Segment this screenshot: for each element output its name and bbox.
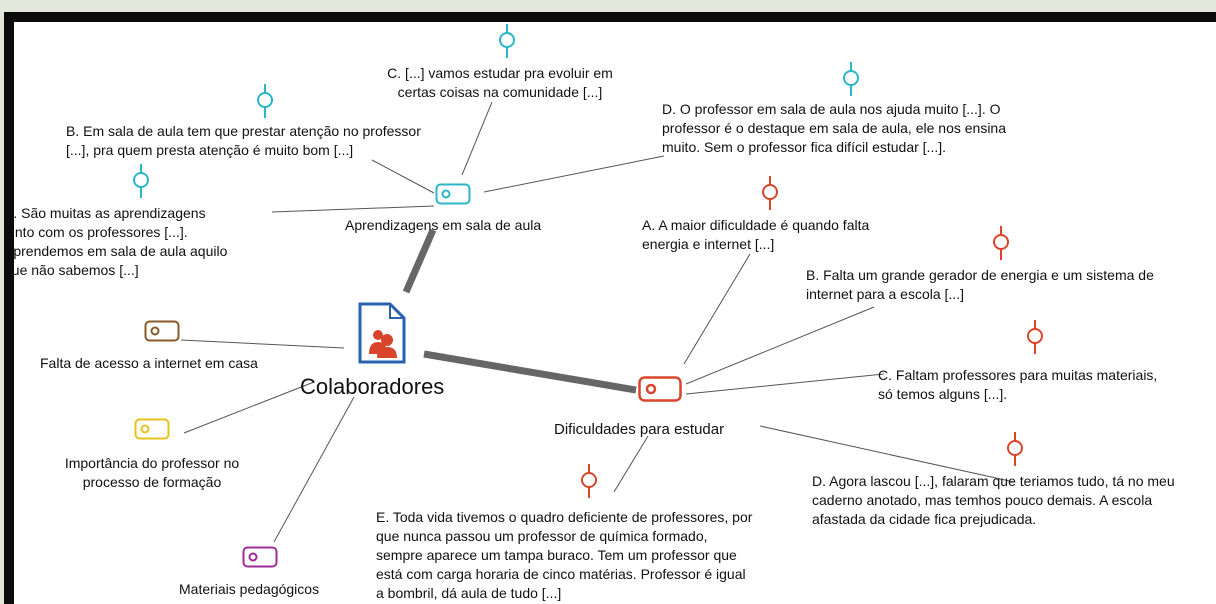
edge-aprend-c (461, 101, 493, 176)
quotation-pin-icon[interactable] (496, 24, 518, 63)
tag-icon[interactable] (134, 418, 170, 445)
quotation-pin-icon[interactable] (1024, 320, 1046, 359)
network-canvas: Colaboradores Aprendizagens em sala de a… (14, 22, 1216, 604)
edge-center-dificuldades (423, 350, 637, 394)
center-node-label[interactable]: Colaboradores (300, 374, 445, 399)
quotation-pin-icon[interactable] (578, 464, 600, 503)
quotation-pin-icon[interactable] (759, 176, 781, 215)
quotation-pin-icon[interactable] (990, 226, 1012, 265)
code-label-aprendizagens[interactable]: Aprendizagens em sala de aula (345, 217, 542, 233)
quote-dificuldades-b[interactable]: B. Falta um grande gerador de energia e … (806, 267, 1154, 302)
network-edges (180, 101, 1015, 543)
quote-dificuldades-e[interactable]: E. Toda vida tivemos o quadro deficiente… (376, 509, 753, 601)
quotation-pin-icon[interactable] (840, 62, 862, 101)
edge-aprend-a (271, 205, 435, 213)
edge-dif-c (685, 373, 885, 395)
edge-center-aprendizagens (402, 228, 437, 294)
tag-icon[interactable] (435, 183, 471, 210)
tag-icon[interactable] (638, 376, 682, 407)
edge-aprend-d (483, 155, 665, 193)
edge-dif-d (759, 425, 1015, 483)
quote-aprendizagens-d[interactable]: D. O professor em sala de aula nos ajuda… (662, 101, 1007, 155)
code-label-dificuldades[interactable]: Dificuldades para estudar (554, 421, 725, 438)
code-label-internet[interactable]: Falta de acesso a internet em casa (40, 355, 258, 371)
quote-dificuldades-c[interactable]: C. Faltam professores para muitas materi… (878, 367, 1158, 402)
document-people-icon (358, 302, 406, 364)
document-icon[interactable] (356, 302, 408, 366)
tag-icon[interactable] (144, 320, 180, 347)
quote-dificuldades-d[interactable]: D. Agora lascou [...], falaram que teria… (812, 473, 1175, 527)
edge-aprend-b (371, 159, 435, 194)
edge-center-internet (180, 339, 345, 349)
edge-center-materiais (273, 396, 355, 543)
edge-dif-b (685, 306, 875, 385)
edge-dif-a (683, 253, 751, 365)
quotation-pin-icon[interactable] (1004, 432, 1026, 471)
code-label-materiais[interactable]: Materiais pedagógicos (179, 581, 320, 597)
tag-icon[interactable] (242, 546, 278, 573)
quotation-pin-icon[interactable] (254, 84, 276, 123)
quotation-pin-icon[interactable] (130, 164, 152, 203)
edge-center-importancia (183, 381, 315, 434)
edge-dif-e (613, 435, 649, 493)
quote-aprendizagens-b[interactable]: B. Em sala de aula tem que prestar atenç… (66, 123, 421, 158)
